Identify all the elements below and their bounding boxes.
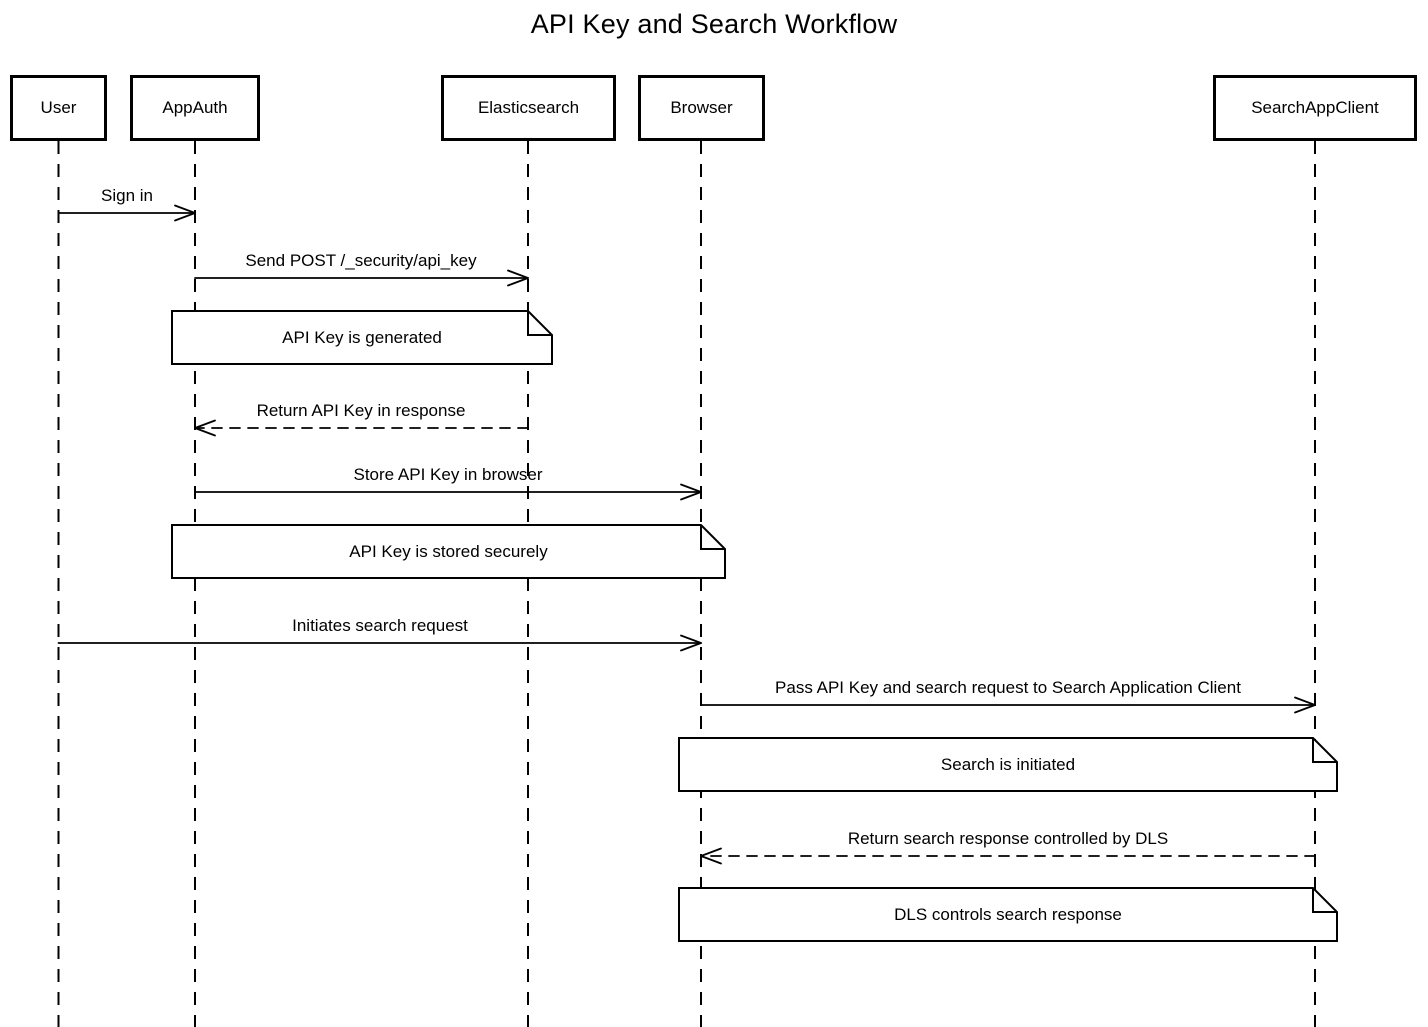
arrowhead-return-search-response xyxy=(700,847,722,865)
note-label-search-initiated: Search is initiated xyxy=(940,754,1076,774)
note-shape-dls-controls xyxy=(678,887,1338,942)
arrowhead-send-post xyxy=(507,269,529,287)
participant-appauth-label: AppAuth xyxy=(162,98,228,117)
message-label-send-post: Send POST /_security/api_key xyxy=(245,251,477,270)
participant-browser: Browser xyxy=(638,75,765,141)
note-fold-api-key-stored xyxy=(700,525,725,550)
participant-user: User xyxy=(10,75,107,141)
message-label-store-api-key: Store API Key in browser xyxy=(353,465,543,484)
message-label-sign-in: Sign in xyxy=(101,186,153,205)
participant-user-label: User xyxy=(40,98,77,117)
arrowhead-sign-in xyxy=(174,204,196,222)
note-fold-dls-controls xyxy=(1312,888,1337,913)
message-label-initiates-search: Initiates search request xyxy=(292,616,468,635)
note-shape-search-initiated xyxy=(678,737,1338,792)
arrowhead-return-api-key xyxy=(194,419,216,437)
participant-appauth: AppAuth xyxy=(130,75,260,141)
diagram-title: API Key and Search Workflow xyxy=(530,9,898,39)
arrowhead-store-api-key xyxy=(680,483,702,501)
note-fold-search-initiated xyxy=(1312,738,1337,763)
note-fold-api-key-generated xyxy=(527,311,552,336)
note-shape-api-key-stored xyxy=(171,524,726,579)
message-label-pass-api-key: Pass API Key and search request to Searc… xyxy=(775,678,1241,697)
participant-searchappclient-label: SearchAppClient xyxy=(1251,98,1379,117)
note-shape-api-key-generated xyxy=(171,310,553,365)
arrowhead-initiates-search xyxy=(680,634,702,652)
participant-browser-label: Browser xyxy=(670,98,733,117)
note-label-dls-controls: DLS controls search response xyxy=(894,904,1122,924)
note-label-api-key-stored: API Key is stored securely xyxy=(349,541,548,561)
participant-elasticsearch: Elasticsearch xyxy=(441,75,616,141)
participant-searchappclient: SearchAppClient xyxy=(1213,75,1417,141)
message-label-return-api-key: Return API Key in response xyxy=(256,401,466,420)
arrowhead-pass-api-key xyxy=(1294,696,1316,714)
participant-elasticsearch-label: Elasticsearch xyxy=(477,98,580,117)
message-label-return-search-response: Return search response controlled by DLS xyxy=(847,829,1169,848)
note-label-api-key-generated: API Key is generated xyxy=(282,327,442,347)
